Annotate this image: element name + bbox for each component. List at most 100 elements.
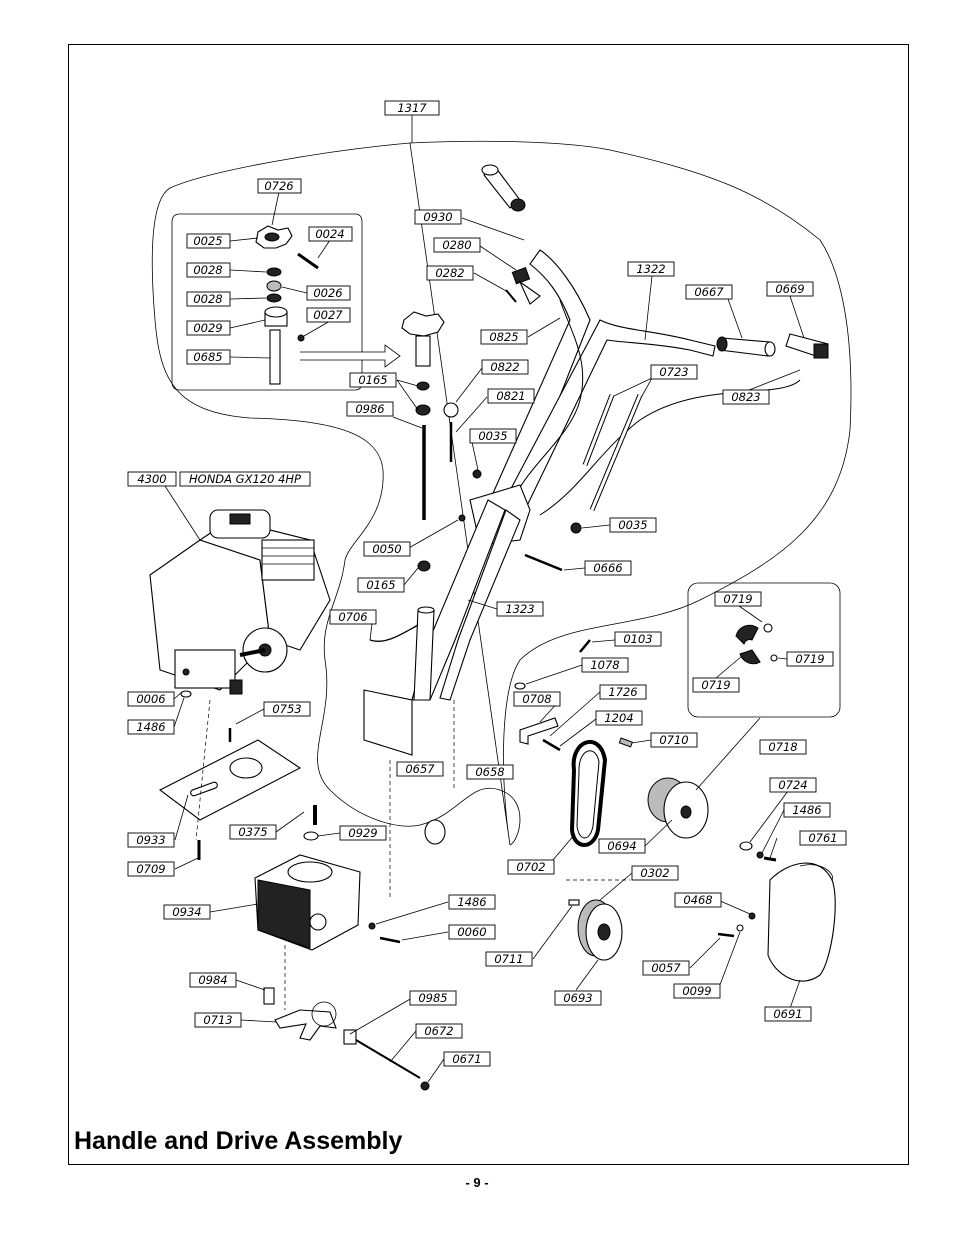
svg-text:0024: 0024 xyxy=(315,227,344,241)
svg-text:0658: 0658 xyxy=(475,765,504,779)
label-0035a: 0035 xyxy=(469,428,517,444)
belt-guard-0691 xyxy=(767,862,836,982)
svg-text:0057: 0057 xyxy=(651,961,681,975)
nut-0035a xyxy=(472,469,482,479)
knob-0726 xyxy=(401,311,445,367)
label-0375: 0375 xyxy=(229,824,277,840)
label-1078: 1078 xyxy=(581,657,629,673)
label-0029: 0029 xyxy=(186,320,231,336)
wire-0706 xyxy=(369,624,419,642)
svg-text:0709: 0709 xyxy=(136,862,165,876)
svg-text:0710: 0710 xyxy=(659,733,688,747)
label-0713: 0713 xyxy=(194,1012,242,1028)
svg-text:0986: 0986 xyxy=(355,402,384,416)
svg-text:0933: 0933 xyxy=(136,833,165,847)
label-0667: 0667 xyxy=(685,284,733,300)
svg-text:0706: 0706 xyxy=(338,610,367,624)
switch-0280 xyxy=(511,266,541,305)
label-1726: 1726 xyxy=(599,684,647,700)
label-0028a: 0028 xyxy=(186,262,231,278)
label-1317: 1317 xyxy=(384,100,440,116)
svg-text:0724: 0724 xyxy=(778,778,807,792)
svg-text:0280: 0280 xyxy=(442,238,471,252)
label-0103: 0103 xyxy=(614,631,662,647)
bracket-detail xyxy=(424,819,446,845)
svg-text:1486: 1486 xyxy=(792,803,821,817)
bolt-1204 xyxy=(542,738,561,752)
label-0723: 0723 xyxy=(650,364,698,380)
bolt-0761 xyxy=(763,856,777,862)
svg-text:0822: 0822 xyxy=(490,360,519,374)
clutch-detail-box xyxy=(687,582,841,718)
svg-text:0708: 0708 xyxy=(522,692,551,706)
svg-text:HONDA GX120 4HP: HONDA GX120 4HP xyxy=(189,472,301,486)
svg-text:0984: 0984 xyxy=(198,973,227,987)
gearbox-0934 xyxy=(254,854,361,951)
label-0753: 0753 xyxy=(263,701,311,717)
svg-text:0006: 0006 xyxy=(136,692,165,706)
leader-lines xyxy=(164,114,805,1083)
yoke-0713 xyxy=(274,1009,337,1041)
label-0026: 0026 xyxy=(306,285,351,301)
label-0726: 0726 xyxy=(257,178,302,194)
svg-text:0723: 0723 xyxy=(659,365,688,379)
svg-text:0669: 0669 xyxy=(775,282,804,296)
svg-text:0026: 0026 xyxy=(313,286,342,300)
svg-text:0672: 0672 xyxy=(424,1024,453,1038)
svg-text:0165: 0165 xyxy=(358,373,387,387)
tube-top xyxy=(417,606,435,614)
pin-0024 xyxy=(297,252,319,270)
svg-text:0691: 0691 xyxy=(773,1007,802,1021)
key-0710 xyxy=(618,737,633,748)
svg-text:0671: 0671 xyxy=(452,1052,481,1066)
label-0984: 0984 xyxy=(189,972,237,988)
label-0468: 0468 xyxy=(674,892,722,908)
svg-text:0028: 0028 xyxy=(193,292,222,306)
svg-text:0821: 0821 xyxy=(496,389,525,403)
label-0929: 0929 xyxy=(339,825,387,841)
mount-plate xyxy=(363,689,413,756)
svg-text:0029: 0029 xyxy=(193,321,222,335)
svg-text:0930: 0930 xyxy=(423,210,452,224)
bolt-0060 xyxy=(379,936,401,944)
washer-0724 xyxy=(739,841,753,851)
label-0719b: 0719 xyxy=(786,651,834,667)
label-0822: 0822 xyxy=(481,359,529,375)
svg-text:0694: 0694 xyxy=(607,839,636,853)
svg-text:0667: 0667 xyxy=(694,285,724,299)
diagram-frame xyxy=(68,44,909,1165)
svg-text:0103: 0103 xyxy=(623,632,652,646)
label-0693: 0693 xyxy=(554,990,602,1006)
svg-text:1486: 1486 xyxy=(136,720,165,734)
svg-text:0025: 0025 xyxy=(193,234,222,248)
lever-0669 xyxy=(785,333,829,359)
svg-text:0027: 0027 xyxy=(313,308,343,322)
label-0724: 0724 xyxy=(769,777,817,793)
washer-0028b xyxy=(266,293,282,303)
svg-text:1204: 1204 xyxy=(604,711,633,725)
svg-text:0060: 0060 xyxy=(457,925,486,939)
label-0709: 0709 xyxy=(127,861,175,877)
label-0028b: 0028 xyxy=(186,291,231,307)
shoe-0719a xyxy=(735,624,759,645)
page-title: Handle and Drive Assembly xyxy=(74,1127,403,1155)
svg-text:0693: 0693 xyxy=(563,991,592,1005)
pulley-0693 xyxy=(577,899,623,961)
label-0691: 0691 xyxy=(764,1006,812,1022)
label-1323: 1323 xyxy=(496,601,544,617)
bracket-0708 xyxy=(519,717,559,745)
svg-text:1078: 1078 xyxy=(590,658,619,672)
washer-1486a xyxy=(180,690,192,698)
page-number: - 9 - xyxy=(465,1175,489,1190)
label-4300b: HONDA GX120 4HP xyxy=(179,471,311,487)
label-0823: 0823 xyxy=(722,389,770,405)
svg-text:4300: 4300 xyxy=(137,472,166,486)
svg-text:0375: 0375 xyxy=(238,825,267,839)
clutch-0694 xyxy=(647,777,709,839)
svg-text:0825: 0825 xyxy=(489,330,518,344)
svg-text:0468: 0468 xyxy=(683,893,712,907)
label-0025: 0025 xyxy=(186,233,231,249)
svg-text:0934: 0934 xyxy=(172,905,201,919)
belt-0702-inner xyxy=(576,750,600,839)
yoke-circle xyxy=(311,1001,337,1027)
